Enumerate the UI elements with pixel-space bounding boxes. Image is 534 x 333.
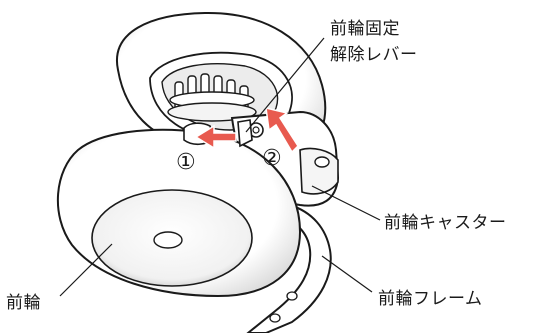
leader-front-wheel: [59, 243, 113, 297]
leader-front-frame: [321, 255, 373, 293]
caster-side-plate: [299, 147, 339, 195]
leader-front-caster: [311, 185, 381, 221]
label-release-lever-line1: 前輪固定: [330, 19, 400, 39]
label-front-wheel: 前輪: [6, 293, 41, 313]
label-front-frame: 前輪フレーム: [378, 289, 483, 309]
label-release-lever-line2: 解除レバー: [330, 45, 418, 65]
front-wheel-axle-cap: [153, 231, 183, 249]
step2-arrow: [265, 107, 299, 154]
front-frame-bar: [246, 203, 332, 333]
frame-hole-1: [286, 291, 298, 301]
rear-wheel-spokes: [167, 73, 257, 122]
step1-marker: ①: [176, 150, 196, 175]
label-front-caster: 前輪キャスター: [384, 213, 507, 233]
leader-release-lever: [245, 37, 325, 133]
front-frame: [246, 203, 332, 333]
front-wheel: [56, 128, 302, 298]
release-lever-body: [237, 119, 253, 148]
caster-pivot-hole: [314, 156, 330, 168]
frame-hole-2: [269, 313, 281, 323]
step2-marker: ②: [262, 146, 282, 171]
step1-arrow: [194, 124, 237, 150]
